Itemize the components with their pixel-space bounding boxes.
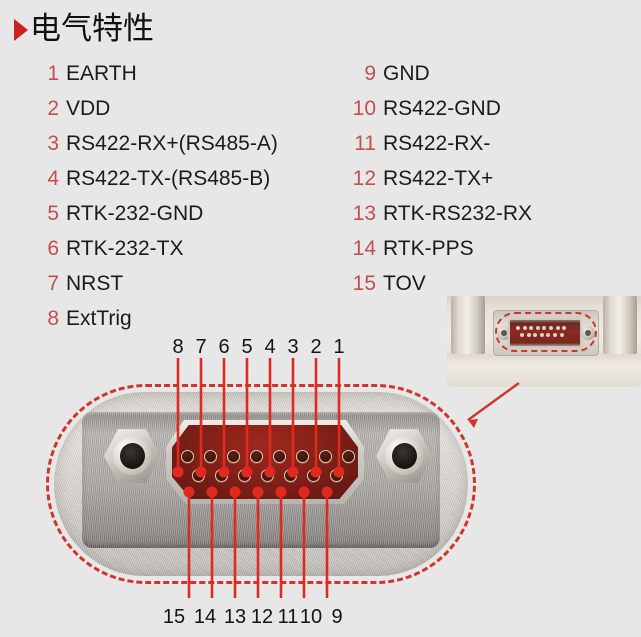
list-item: 8 ExtTrig <box>45 307 278 342</box>
pin-label: VDD <box>66 97 111 120</box>
list-item: 7 NRST <box>45 272 278 307</box>
pin-label: RTK-232-TX <box>66 237 184 260</box>
pin-label: RS422-GND <box>383 97 501 120</box>
pin-number: 8 <box>47 307 59 330</box>
pinout-list-right: 9 GND 10 RS422-GND 11 RS422-RX- 12 RS422… <box>352 62 532 307</box>
callout-number-14: 14 <box>193 606 217 628</box>
pin-hole-3 <box>296 450 309 463</box>
pin-label: RTK-RS232-RX <box>383 202 532 225</box>
pin-label: ExtTrig <box>66 307 132 330</box>
pin-number: 4 <box>47 167 59 190</box>
callout-number-13: 13 <box>223 606 247 628</box>
callout-number-15: 15 <box>162 606 186 628</box>
pin-hole-4 <box>273 450 286 463</box>
pin-hole-8 <box>181 450 194 463</box>
pin-label: RS422-TX-(RS485-B) <box>66 167 271 190</box>
inset-highlight-dashed-outline <box>495 312 597 352</box>
list-item: 10 RS422-GND <box>352 97 532 132</box>
pin-label: RTK-232-GND <box>66 202 204 225</box>
pinout-list-left: 1 EARTH 2 VDD 3 RS422-RX+(RS485-A) 4 RS4… <box>45 62 278 342</box>
device-end-face-inset <box>447 292 641 394</box>
pin-number: 14 <box>352 237 376 260</box>
db15-dsub-connector <box>166 420 364 504</box>
pin-label: RS422-RX- <box>383 132 491 155</box>
pin-label: RS422-TX+ <box>383 167 494 190</box>
list-item: 1 EARTH <box>45 62 278 97</box>
pin-label: TOV <box>383 272 426 295</box>
callout-number-5: 5 <box>241 336 253 358</box>
page-title: 电气特性 <box>14 8 154 50</box>
list-item: 2 VDD <box>45 97 278 132</box>
list-item: 11 RS422-RX- <box>352 132 532 167</box>
list-item: 5 RTK-232-GND <box>45 202 278 237</box>
callout-number-4: 4 <box>264 336 276 358</box>
pin-label: RTK-PPS <box>383 237 474 260</box>
callout-number-10: 10 <box>299 606 323 628</box>
pin-number: 5 <box>47 202 59 225</box>
pin-label: GND <box>383 62 430 85</box>
pin-number: 7 <box>47 272 59 295</box>
list-item: 12 RS422-TX+ <box>352 167 532 202</box>
pin-number: 9 <box>364 62 376 85</box>
pin-label: EARTH <box>66 62 137 85</box>
list-item: 3 RS422-RX+(RS485-A) <box>45 132 278 167</box>
inset-pin-row-top <box>516 326 578 330</box>
callout-number-9: 9 <box>331 606 343 628</box>
pin-number: 1 <box>47 62 59 85</box>
callout-number-12: 12 <box>250 606 274 628</box>
pin-hole-2 <box>319 450 332 463</box>
pin-number: 6 <box>47 237 59 260</box>
pin-label: RS422-RX+(RS485-A) <box>66 132 278 155</box>
pin-number: 13 <box>352 202 376 225</box>
pin-hole-1 <box>342 450 355 463</box>
pin-hole-6 <box>227 450 240 463</box>
triangle-right-icon <box>14 19 28 41</box>
magnified-connector-view <box>46 384 476 584</box>
pin-hole-7 <box>204 450 217 463</box>
list-item: 14 RTK-PPS <box>352 237 532 272</box>
list-item: 6 RTK-232-TX <box>45 237 278 272</box>
callout-number-8: 8 <box>172 336 184 358</box>
callout-number-6: 6 <box>218 336 230 358</box>
magnified-dashed-outline <box>46 384 476 584</box>
inset-device-base <box>447 354 641 387</box>
callout-number-11: 11 <box>277 606 299 628</box>
page-title-text: 电气特性 <box>30 11 154 47</box>
inset-pin-row-bottom <box>520 333 578 337</box>
inset-post-left <box>451 296 485 354</box>
pin-number: 15 <box>352 272 376 295</box>
pin-label: NRST <box>66 272 124 295</box>
callout-number-2: 2 <box>310 336 322 358</box>
inset-pin-holes <box>516 326 578 337</box>
pin-number: 2 <box>47 97 59 120</box>
pin-number: 10 <box>352 97 376 120</box>
inset-post-right <box>603 296 637 354</box>
list-item: 15 TOV <box>352 272 532 307</box>
list-item: 13 RTK-RS232-RX <box>352 202 532 237</box>
callout-number-3: 3 <box>287 336 299 358</box>
pin-number: 11 <box>354 132 376 155</box>
callout-number-7: 7 <box>195 336 207 358</box>
pin-number: 3 <box>47 132 59 155</box>
list-item: 4 RS422-TX-(RS485-B) <box>45 167 278 202</box>
pin-number: 12 <box>352 167 376 190</box>
list-item: 9 GND <box>352 62 532 97</box>
callout-number-1: 1 <box>333 336 345 358</box>
pin-hole-5 <box>250 450 263 463</box>
